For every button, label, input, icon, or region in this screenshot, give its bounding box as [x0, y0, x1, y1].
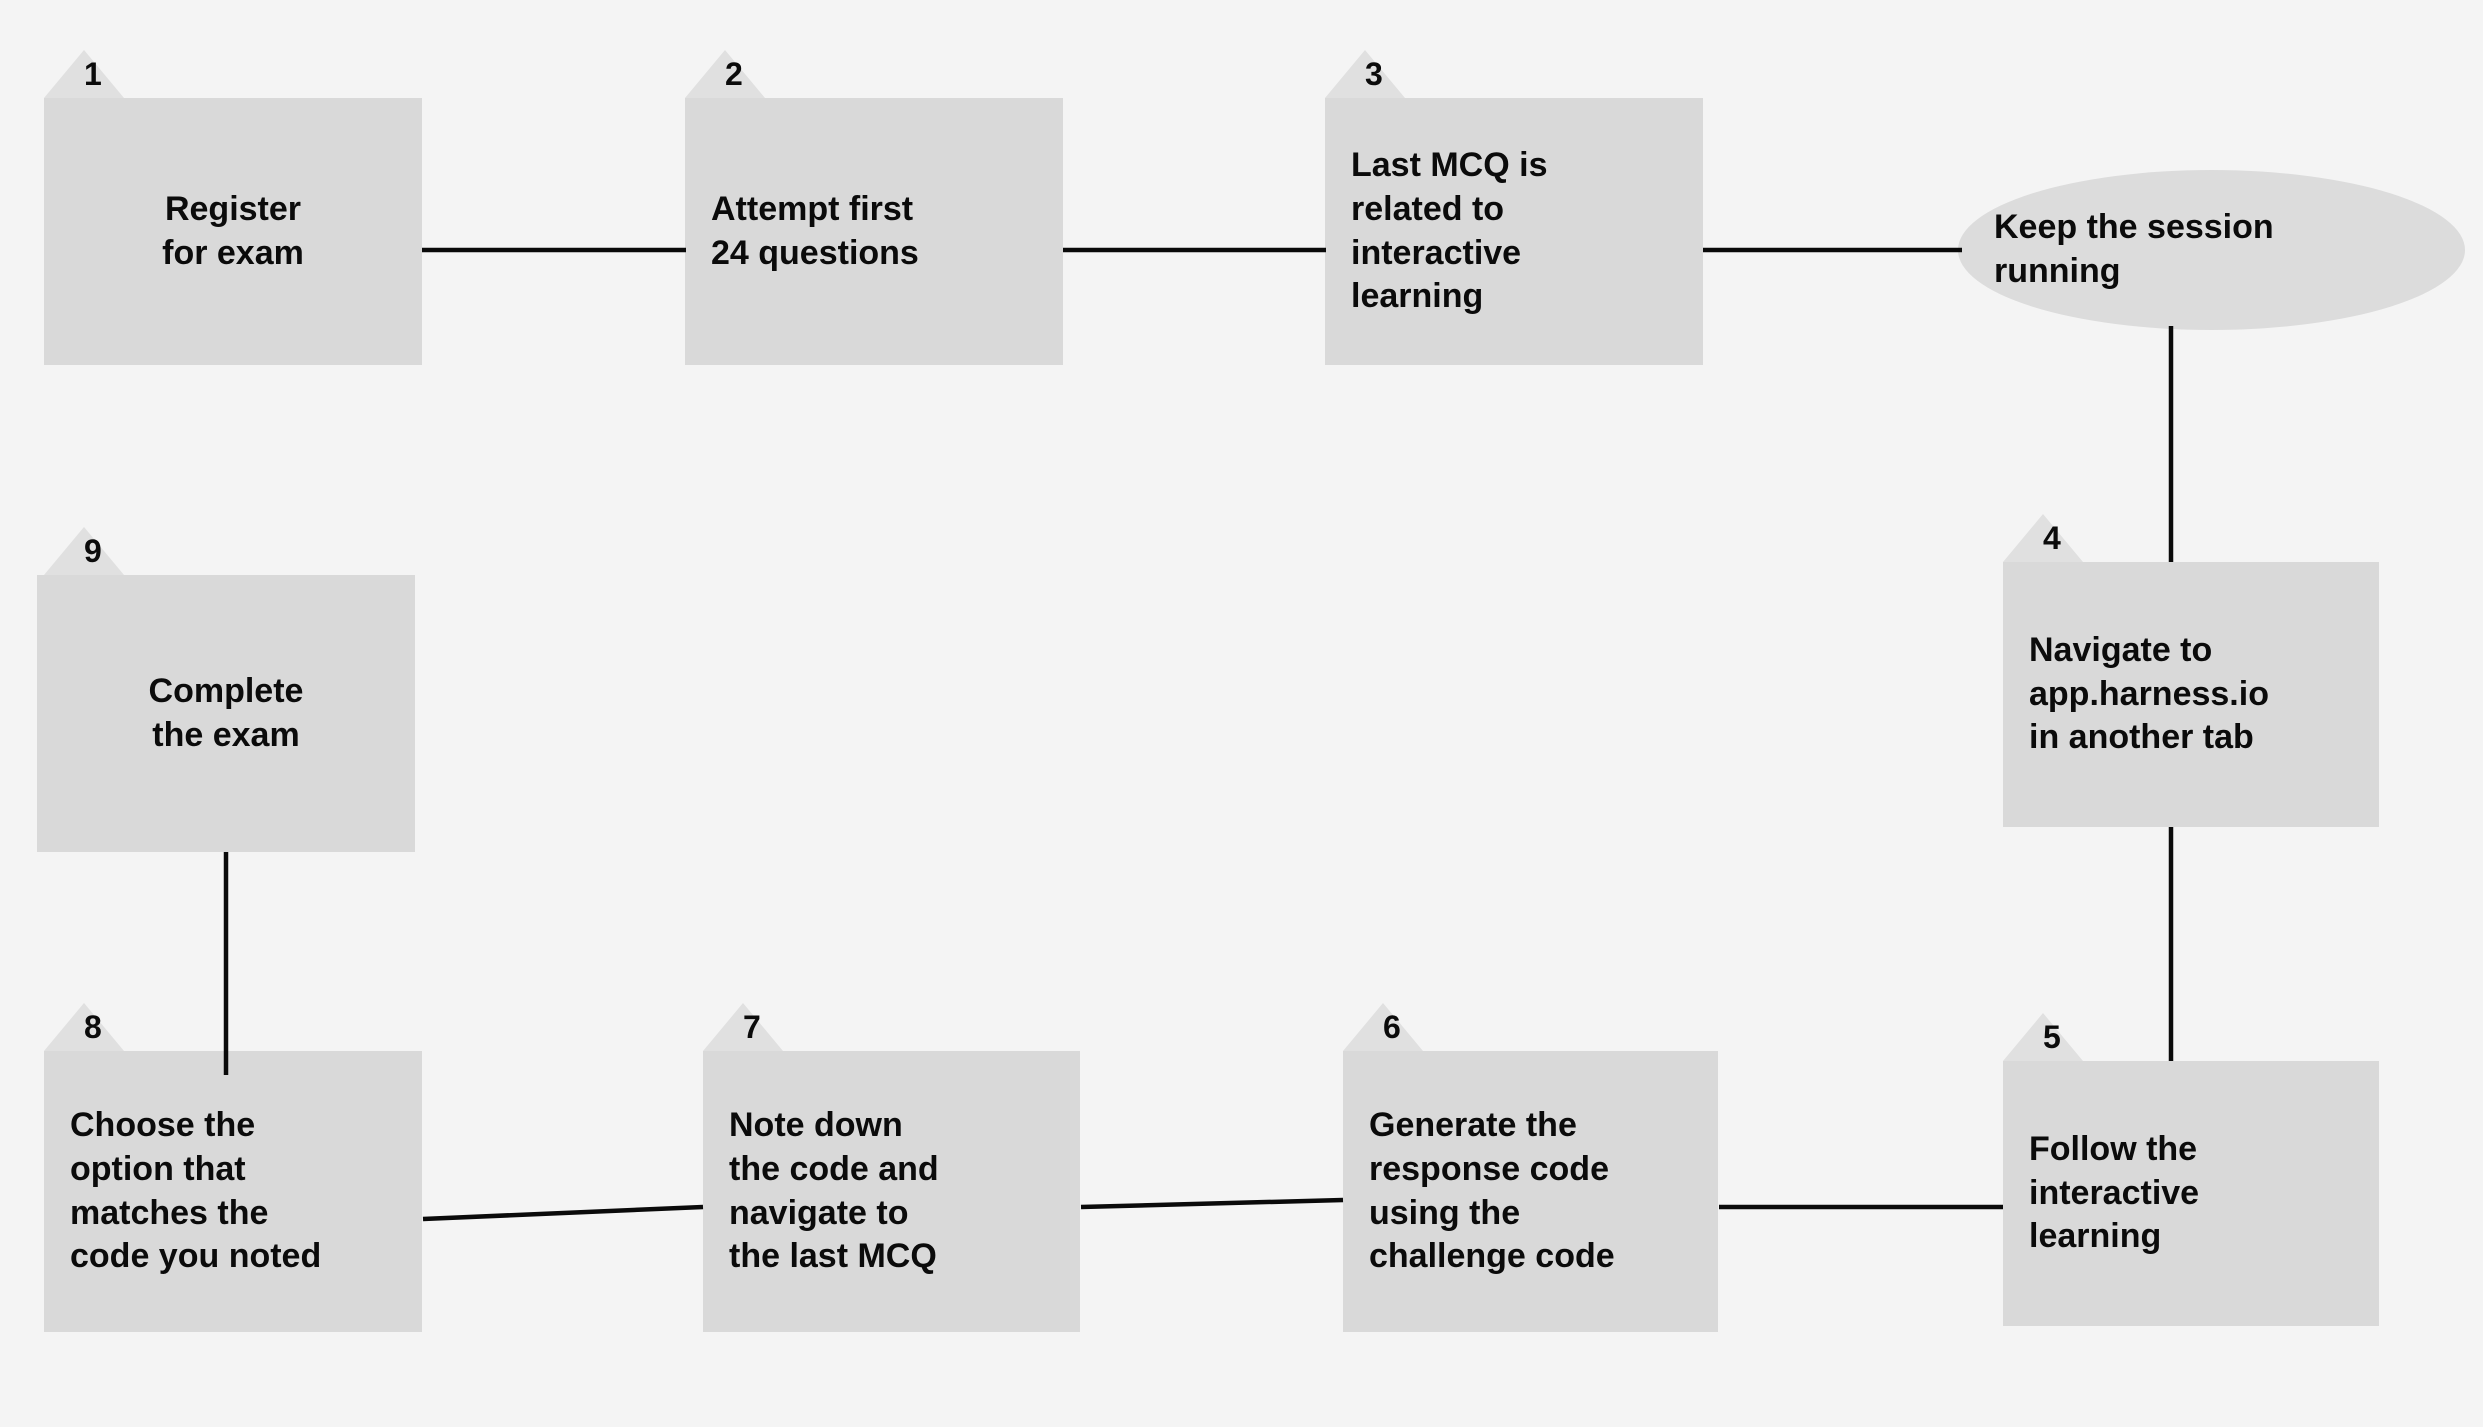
step-number-3: 3: [1365, 56, 1383, 92]
step-number-5: 5: [2043, 1019, 2061, 1055]
node-label-3: Last MCQ is related to interactive learn…: [1351, 146, 1548, 316]
step-number-6: 6: [1383, 1009, 1401, 1045]
node-generate-the-response-code[interactable]: Generate the response code using the cha…: [1343, 1051, 1718, 1332]
node-label-5: Follow the interactive learning: [2029, 1130, 2200, 1256]
node-label-9: Complete the exam: [148, 671, 304, 754]
node-follow-the-interactive-learning[interactable]: Follow the interactive learning: [2003, 1061, 2379, 1326]
step-badge-6: [1343, 1003, 1423, 1051]
node-note-down-the-code[interactable]: Note down the code and navigate to the l…: [703, 1051, 1080, 1332]
step-badge-7: [703, 1003, 783, 1051]
node-label-2: Attempt first 24 questions: [711, 189, 919, 272]
node-label-4: Navigate to app.harness.io in another ta…: [2029, 631, 2269, 757]
step-badge-8: [44, 1003, 124, 1051]
node-choose-the-matching-option[interactable]: Choose the option that matches the code …: [44, 1051, 422, 1332]
step-number-8: 8: [84, 1009, 102, 1045]
node-attempt-first-24-questions[interactable]: Attempt first 24 questions: [685, 98, 1063, 365]
node-label-ellipse: Keep the session running: [1994, 208, 2274, 290]
node-label-1: Register for exam: [162, 189, 304, 272]
step-badge-4: [2003, 514, 2083, 562]
step-number-9: 9: [84, 533, 102, 569]
node-last-mcq-interactive-learning[interactable]: Last MCQ is related to interactive learn…: [1325, 98, 1703, 365]
step-number-4: 4: [2043, 520, 2061, 556]
node-register-for-exam[interactable]: Register for exam: [44, 98, 422, 365]
step-badge-1: [44, 50, 124, 98]
node-complete-the-exam[interactable]: Complete the exam: [37, 575, 415, 852]
node-keep-the-session-running[interactable]: Keep the session running: [1958, 170, 2465, 330]
step-number-7: 7: [743, 1009, 761, 1045]
step-badge-3: [1325, 50, 1405, 98]
step-badge-9: [44, 527, 124, 575]
step-badge-2: [685, 50, 765, 98]
step-badge-5: [2003, 1013, 2083, 1061]
node-navigate-to-app-harness-io[interactable]: Navigate to app.harness.io in another ta…: [2003, 562, 2379, 827]
step-number-2: 2: [725, 56, 743, 92]
node-label-7: Note down the code and navigate to the l…: [729, 1106, 939, 1276]
node-label-8: Choose the option that matches the code …: [70, 1106, 322, 1276]
node-label-6: Generate the response code using the cha…: [1369, 1106, 1615, 1276]
step-number-1: 1: [84, 56, 102, 92]
